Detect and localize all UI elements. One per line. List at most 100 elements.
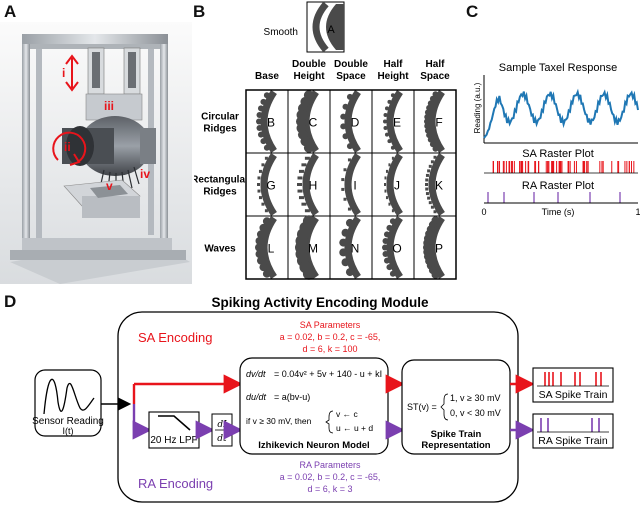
ridge-mark — [341, 258, 350, 267]
ridge-mark — [345, 268, 354, 277]
row-header: Ridges — [203, 124, 237, 135]
column-header: Base — [255, 71, 279, 82]
ridge-mark — [425, 192, 429, 196]
column-header: Half — [384, 59, 404, 70]
ridge-mark — [345, 218, 354, 227]
sa-params-line2: d = 6, k = 100 — [302, 344, 357, 354]
ridge-mark — [257, 189, 261, 193]
row-header: Waves — [204, 244, 236, 255]
texture-letter: D — [351, 116, 360, 130]
texture-profile — [260, 153, 277, 216]
response-line — [483, 88, 639, 139]
ridge-mark — [301, 202, 307, 206]
ridge-mark — [343, 168, 347, 172]
panel-label-d: D — [4, 292, 17, 311]
ridge-mark — [430, 205, 434, 209]
sa-encoding-label: SA Encoding — [138, 330, 212, 345]
ridge-mark — [428, 164, 432, 168]
ridge-mark — [264, 156, 268, 160]
texture-profile — [344, 90, 361, 153]
texture-grid: Smooth A BaseDoubleHeightDoubleSpaceHalf… — [194, 1, 457, 280]
ridge-mark — [391, 209, 394, 213]
texture-letter: I — [353, 179, 356, 193]
st-caption1: Spike Train — [431, 429, 482, 440]
ridge-mark — [424, 118, 430, 125]
ridge-mark — [347, 158, 351, 162]
ridge-mark — [264, 209, 268, 213]
ridge-mark — [382, 237, 389, 244]
st-caption2: Representation — [421, 440, 490, 451]
sensor-sub: I(t) — [63, 426, 74, 436]
panel-label-b: B — [193, 2, 206, 21]
ridge-mark — [297, 176, 303, 180]
ridge-mark — [424, 127, 431, 134]
taxel-response-chart: Sample Taxel Response Reading (a.u.) SA … — [473, 62, 640, 217]
ridge-mark — [301, 163, 307, 167]
ridge-mark — [261, 202, 265, 206]
st-case1: 1, v ≥ 30 mV — [450, 393, 500, 403]
ridge-mark — [424, 109, 431, 116]
ridge-mark — [256, 256, 265, 265]
smooth-label: Smooth — [264, 27, 298, 38]
x-tick-1: 1 — [635, 207, 640, 217]
sensor-waveform — [43, 378, 95, 415]
ridge-mark — [429, 141, 436, 148]
ridge-mark — [257, 131, 264, 138]
column-header: Space — [420, 71, 450, 82]
lpf-label: 20 Hz LPF — [150, 435, 197, 446]
ridge-mark — [432, 145, 439, 152]
ridge-mark — [427, 136, 434, 143]
ridge-mark — [427, 169, 431, 173]
ridge-mark — [385, 196, 388, 200]
annotation-iii: iii — [104, 99, 114, 113]
ridge-mark — [389, 270, 396, 277]
ridge-mark — [425, 187, 429, 191]
ridge-mark — [346, 93, 353, 100]
ridge-mark — [387, 99, 392, 104]
deriv-den: dt — [217, 434, 227, 444]
lpf-block — [148, 411, 200, 449]
ridge-mark — [304, 209, 310, 213]
st-lhs: ST(v) = — [407, 402, 437, 412]
ridge-mark — [262, 269, 271, 278]
ridge-mark — [255, 243, 263, 252]
sa-output-label: SA Spike Train — [539, 389, 608, 401]
ridge-mark — [343, 197, 347, 201]
texture-letter: H — [309, 179, 318, 193]
ridge-mark — [258, 169, 262, 173]
ridge-mark — [390, 93, 395, 98]
ridge-mark — [382, 251, 389, 258]
ridge-mark — [383, 112, 388, 117]
response-ylabel: Reading (a.u.) — [473, 82, 482, 133]
ridge-mark — [259, 223, 268, 232]
encoding-module-diagram: Spiking Activity Encoding Module SA Enco… — [32, 295, 614, 503]
izhikevich-block — [239, 357, 389, 455]
ridge-mark — [383, 257, 390, 264]
ridge-mark — [426, 104, 433, 111]
ridge-mark — [260, 138, 267, 145]
ridge-mark — [302, 267, 315, 280]
texture-letter: B — [267, 116, 275, 130]
ridge-mark — [386, 224, 393, 231]
texture-letter: J — [394, 179, 400, 193]
izh-eq2-left: du/dt — [246, 392, 267, 402]
ridge-mark — [433, 155, 437, 159]
ra-params-title: RA Parameters — [299, 460, 361, 470]
x-tick-0: 0 — [481, 207, 486, 217]
ra-raster-title: RA Raster Plot — [522, 180, 594, 192]
annotation-i: i — [62, 66, 65, 80]
ridge-mark — [428, 201, 432, 205]
texture-profile — [386, 90, 403, 153]
izh-eq3-if: if v ≥ 30 mV, then — [246, 416, 312, 426]
ridge-mark — [387, 139, 392, 144]
ridge-mark — [383, 119, 387, 124]
sa-raster-title: SA Raster Plot — [522, 148, 594, 160]
ridge-mark — [263, 144, 270, 151]
ridge-mark — [255, 250, 264, 259]
ridge-mark — [303, 142, 314, 153]
ridge-mark — [339, 248, 348, 257]
texture-profile — [344, 216, 361, 279]
texture-letter: F — [435, 116, 442, 130]
ridge-mark — [342, 103, 349, 110]
ridge-mark — [432, 91, 439, 98]
